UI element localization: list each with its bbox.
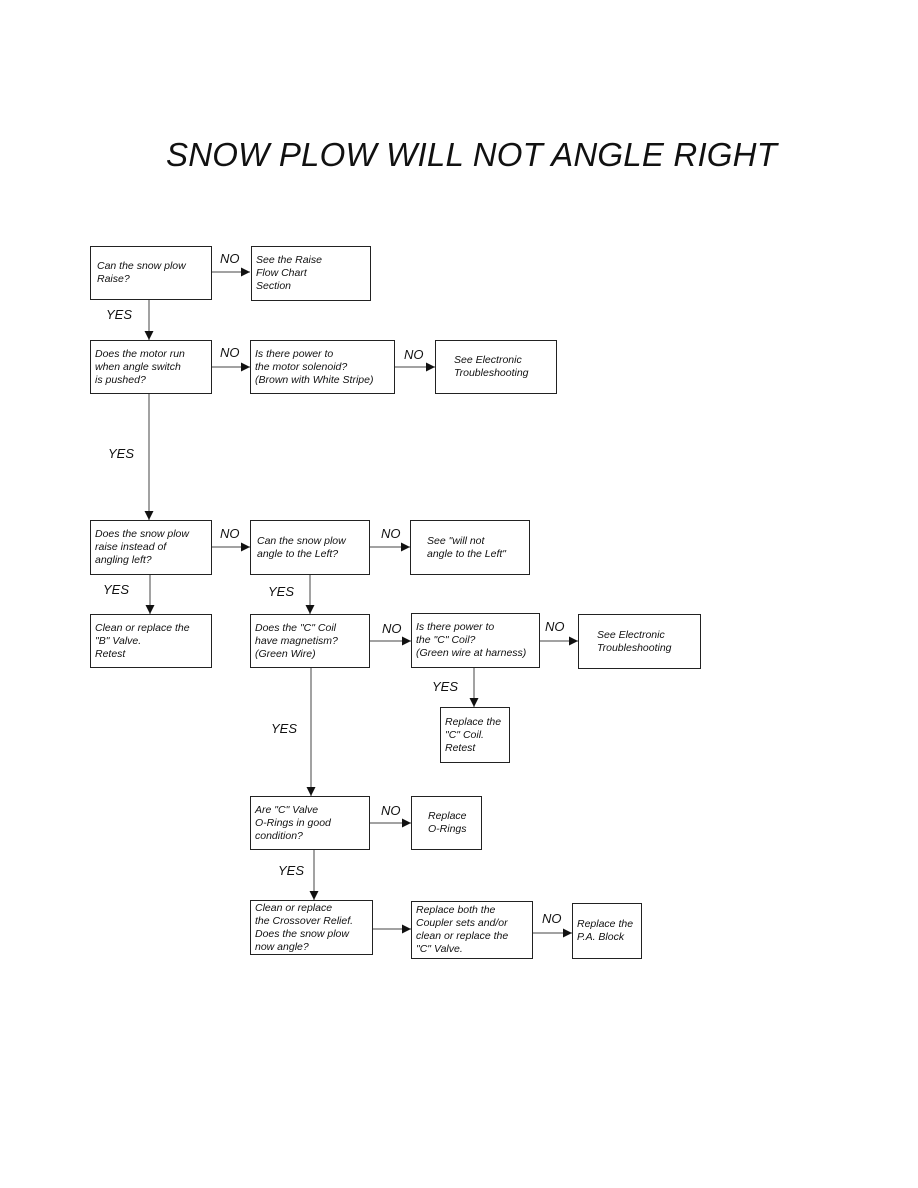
label-yes: YES	[271, 721, 298, 736]
box-text-line: Section	[256, 280, 292, 292]
box-text-line: Does the motor run	[95, 347, 185, 360]
box-text-line: raise instead of	[95, 541, 167, 553]
label-no: NO	[220, 251, 240, 266]
box-text-line: Retest	[95, 647, 126, 660]
box-text-line: the motor solenoid?	[255, 360, 348, 373]
box-text-line: Is there power to	[255, 347, 334, 360]
box-text-line: (Brown with White Stripe)	[255, 373, 374, 386]
box-text-line: now angle?	[255, 940, 309, 953]
box-clean-b-valve: Clean or replace the"B" Valve.Retest	[90, 614, 212, 668]
label-yes: YES	[108, 446, 135, 461]
box-text-line: Coupler sets and/or	[416, 917, 508, 929]
box-text-line: Replace the	[445, 715, 502, 728]
box-text-line: Is there power to	[416, 621, 495, 633]
box-text-line: Are "C" Valve	[255, 803, 319, 816]
box-text-line: clean or replace the	[416, 930, 509, 942]
label-yes: YES	[268, 584, 295, 599]
box-text-line: Raise?	[97, 273, 130, 285]
label-no: NO	[542, 911, 562, 926]
box-text-line: when angle switch	[95, 360, 181, 373]
box-text-line: P.A. Block	[577, 931, 625, 943]
box-text-line: angling left?	[95, 554, 152, 566]
box-text-line: O-Rings in good	[255, 816, 331, 829]
box-text-line: "B" Valve.	[95, 634, 142, 647]
box-text-line: (Green wire at harness)	[416, 647, 527, 659]
box-text-line: Retest	[445, 741, 476, 754]
box-text-line: Replace the	[577, 918, 634, 930]
label-no: NO	[382, 621, 402, 636]
box-text-line: angle to the Left"	[427, 547, 507, 560]
label-no: NO	[545, 619, 565, 634]
box-text-line: Does the "C" Coil	[255, 621, 336, 634]
box-text-line: Can the snow plow	[257, 534, 346, 547]
box-text-line: See the Raise	[256, 254, 322, 266]
label-no: NO	[220, 526, 240, 541]
label-yes: YES	[106, 307, 133, 322]
box-text-line: "C" Coil.	[445, 728, 484, 741]
box-text-line: the Crossover Relief.	[255, 914, 354, 927]
box-text-line: "C" Valve.	[416, 943, 463, 955]
box-text-line: condition?	[255, 829, 303, 842]
box-text-line: Troubleshooting	[454, 367, 529, 379]
box-text-line: O-Rings	[428, 823, 467, 835]
box-text-line: Can the snow plow	[97, 260, 186, 272]
box-text-line: See "will not	[427, 534, 485, 547]
box-replace-c-coil: Replace the"C" Coil.Retest	[440, 707, 510, 763]
box-text-line: Flow Chart	[256, 267, 307, 279]
label-no: NO	[381, 526, 401, 541]
box-text-line: the "C" Coil?	[416, 634, 476, 646]
box-text-line: Does the snow plow	[255, 927, 349, 940]
label-no: NO	[381, 803, 401, 818]
box-text-line: angle to the Left?	[257, 547, 339, 560]
page-title: SNOW PLOW WILL NOT ANGLE RIGHT	[166, 136, 778, 173]
label-no: NO	[404, 347, 424, 362]
box-text-line: (Green Wire)	[255, 647, 316, 660]
box-text-line: Does the snow plow	[95, 528, 189, 540]
box-text-line: Clean or replace the	[95, 621, 190, 634]
label-yes: YES	[432, 679, 459, 694]
box-text-line: is pushed?	[95, 373, 146, 386]
box-text-line: have magnetism?	[255, 634, 338, 647]
label-yes: YES	[278, 863, 305, 878]
label-yes: YES	[103, 582, 130, 597]
box-text-line: See Electronic	[454, 354, 522, 366]
box-text-line: See Electronic	[597, 628, 665, 641]
box-text-line: Troubleshooting	[597, 641, 672, 654]
label-no: NO	[220, 345, 240, 360]
box-text-line: Replace both the	[416, 904, 496, 916]
box-text-line: Clean or replace	[255, 901, 333, 914]
box-text-line: Replace	[428, 810, 467, 822]
